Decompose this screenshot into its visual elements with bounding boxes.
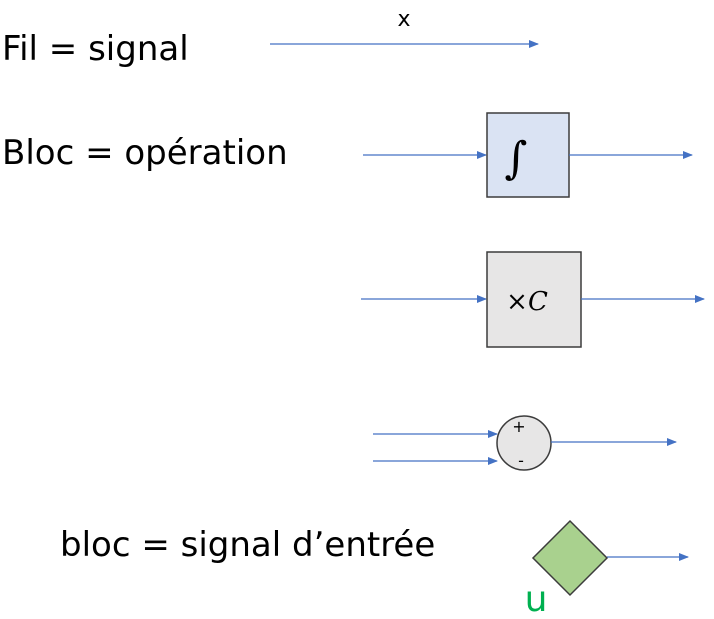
sum-circle [496,415,552,471]
sum-plus-sign: + [512,417,525,436]
integrator-block: ∫ [363,112,693,198]
integral-symbol: ∫ [505,133,528,184]
gain-block: ×C [361,251,705,348]
block-label: Bloc = opération [2,133,288,173]
input-block-label: bloc = signal d’entrée [60,525,436,565]
sum-block: + - [373,415,677,471]
integrator-box [486,112,570,198]
gain-box [486,251,582,348]
wire-label: Fil = signal [2,29,189,69]
signal-wire: x [270,7,539,48]
input-diamond [531,519,609,597]
input-signal-block: u [525,519,689,619]
sum-minus-sign: - [518,451,524,470]
wire-x-label: x [397,7,410,32]
gain-symbol: ×C [506,287,548,317]
input-u-label: u [525,579,548,619]
